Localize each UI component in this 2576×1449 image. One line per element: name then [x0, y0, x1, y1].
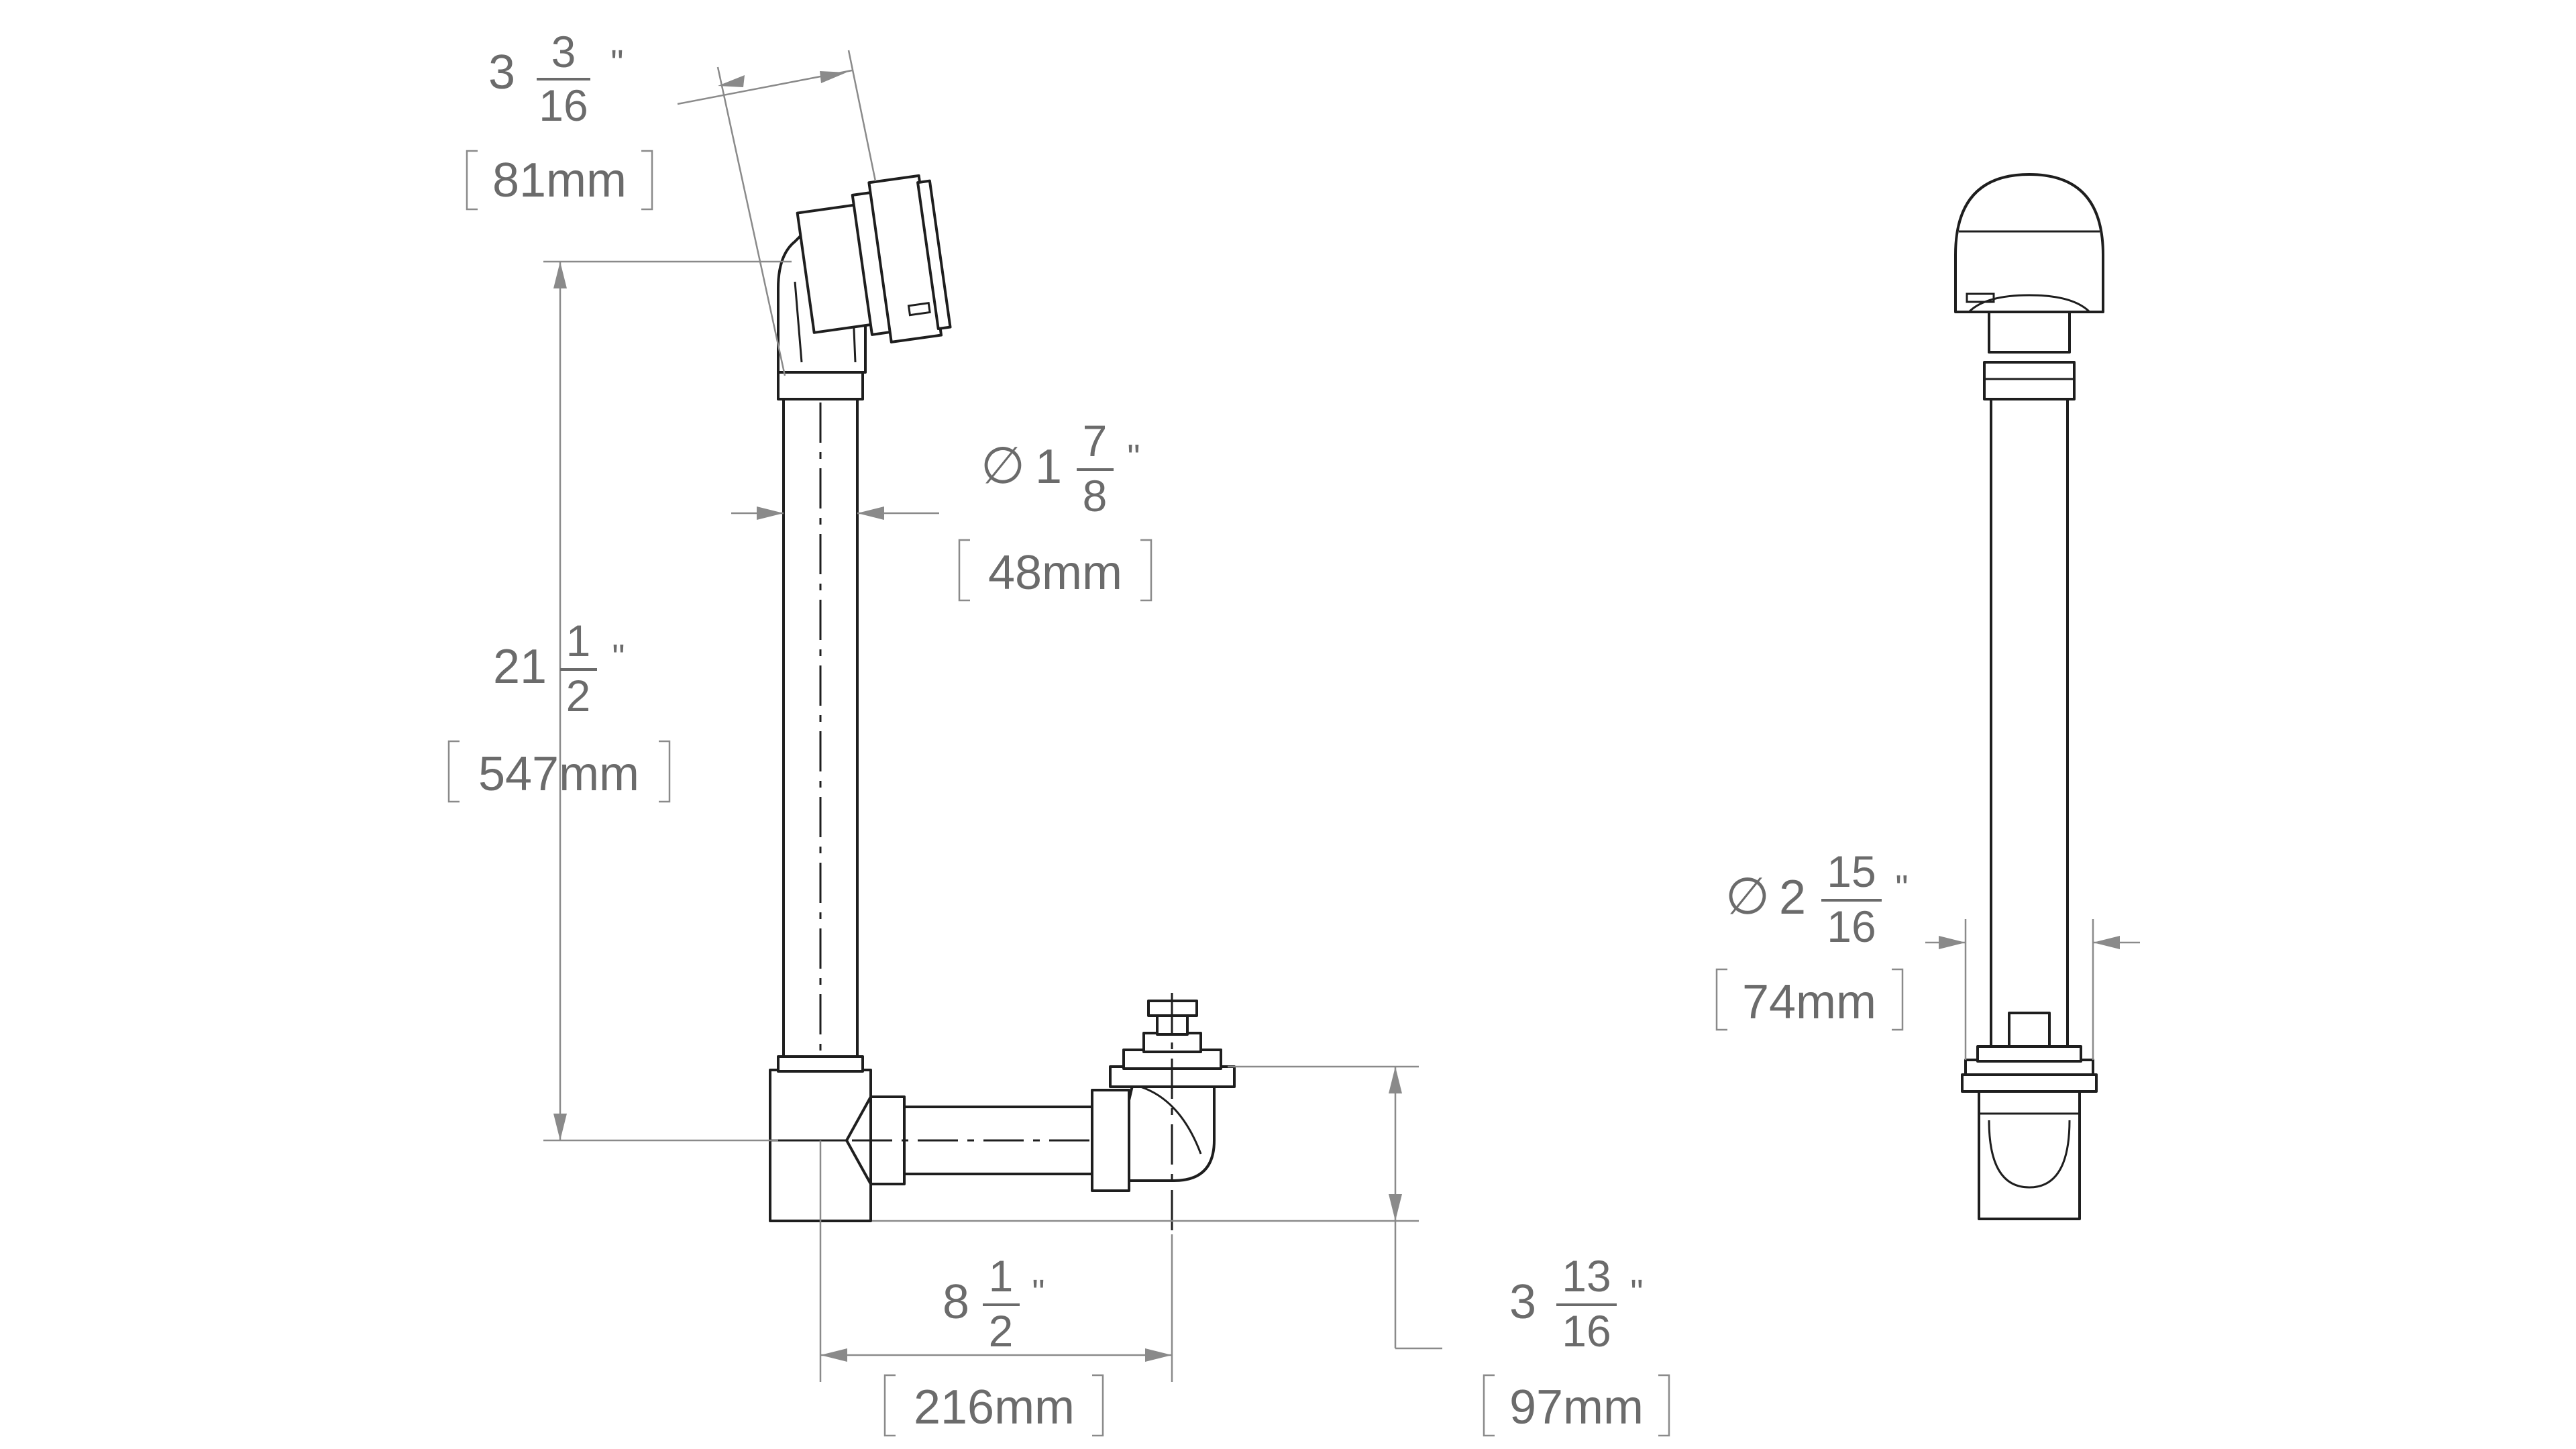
- front-collar: [1983, 361, 2076, 400]
- dim-numerator: 13: [1562, 1251, 1611, 1301]
- dim-inch-mark: ": [1127, 437, 1140, 478]
- front-drain-body: [1961, 1073, 2098, 1093]
- dim-inch-mark: ": [612, 637, 625, 678]
- front-neck: [1988, 311, 2071, 354]
- dim-whole: 2: [1779, 871, 1806, 924]
- dim-drain-height: 3 13 16 " 97mm: [1483, 1251, 1670, 1437]
- dim-metric: 547mm: [478, 747, 639, 801]
- dim-whole: 3: [1509, 1275, 1536, 1329]
- dim-numerator: 7: [1083, 416, 1108, 466]
- dim-overall-height: 21 1 2 " 547mm: [447, 616, 671, 803]
- dim-denominator: 8: [1083, 471, 1108, 521]
- dim-whole: 21: [493, 640, 547, 694]
- diameter-symbol: ∅: [981, 437, 1025, 494]
- bottom-tee-collar: [777, 1055, 864, 1073]
- dim-inch-mark: ": [610, 43, 623, 83]
- dim-metric: 216mm: [914, 1381, 1075, 1434]
- front-vertical-pipe: [1990, 398, 2069, 1071]
- front-drain-ring: [1976, 1045, 2082, 1063]
- dim-numerator: 15: [1827, 847, 1876, 896]
- dim-metric: 97mm: [1509, 1381, 1644, 1434]
- dim-inch-mark: ": [1895, 868, 1908, 908]
- front-lower-tee: [1978, 1090, 2081, 1220]
- dim-overflow-diameter: ∅ 2 15 16 " 74mm: [1715, 847, 1909, 1031]
- dim-inch-mark: ": [1032, 1273, 1044, 1313]
- side-view-assembly: [769, 174, 1236, 1234]
- dim-metric: 81mm: [492, 154, 627, 207]
- dim-denominator: 16: [1562, 1306, 1611, 1356]
- front-drain-knob: [2008, 1012, 2051, 1048]
- dim-metric: 74mm: [1742, 975, 1876, 1029]
- dim-denominator: 16: [1827, 902, 1876, 951]
- front-overflow-dome: [1954, 173, 2104, 313]
- dim-denominator: 2: [989, 1306, 1014, 1356]
- dim-inch-mark: ": [1630, 1273, 1643, 1313]
- front-view-assembly: [1954, 173, 2104, 1220]
- dim-overflow-offset: 3 3 16 " 81mm: [466, 27, 653, 211]
- overflow-head: [796, 174, 952, 343]
- dimension-lines: [543, 50, 2140, 1382]
- dim-horizontal-length: 8 1 2 " 216mm: [883, 1251, 1104, 1437]
- dim-pipe-diameter: ∅ 1 7 8 " 48mm: [958, 416, 1152, 602]
- dim-numerator: 3: [551, 27, 576, 76]
- dim-denominator: 2: [566, 671, 591, 720]
- dim-whole: 1: [1035, 440, 1062, 494]
- upper-collar: [777, 371, 864, 400]
- dim-numerator: 1: [566, 616, 591, 665]
- dim-denominator: 16: [539, 80, 588, 130]
- dim-metric: 48mm: [988, 546, 1122, 600]
- dim-whole: 8: [943, 1275, 969, 1329]
- drain-coupling: [1091, 1089, 1130, 1192]
- dim-whole: 3: [488, 46, 515, 99]
- diameter-symbol: ∅: [1725, 868, 1770, 925]
- dim-numerator: 1: [989, 1251, 1014, 1301]
